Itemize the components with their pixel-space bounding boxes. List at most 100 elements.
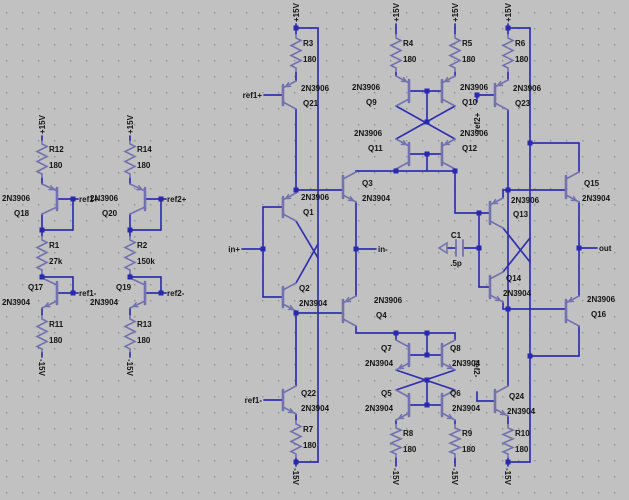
power-flag-label: -15V — [125, 359, 134, 377]
net-label-ref1+[interactable]: ref1+ — [79, 195, 99, 204]
resistor-name: R1 — [49, 241, 60, 250]
resistor-value: 180 — [303, 55, 317, 64]
resistor-value: 180 — [137, 336, 151, 345]
junction-dot — [527, 353, 533, 359]
transistor-label-2: 2N3904 — [582, 194, 611, 203]
wire[interactable] — [295, 243, 319, 284]
junction-dot — [158, 290, 164, 296]
capacitor-C1[interactable]: C1.5p — [437, 231, 464, 268]
power-flag-+15v[interactable]: +15V — [38, 114, 47, 141]
transistor-label-2: 2N3904 — [507, 407, 536, 416]
resistor-name: R10 — [515, 429, 530, 438]
junction-dot — [424, 377, 430, 383]
resistor-R2[interactable]: R2 150k — [123, 236, 155, 274]
net-label-ref1+[interactable]: ref1+ — [243, 91, 263, 100]
resistor-value: 150k — [137, 257, 155, 266]
resistor-name: R2 — [137, 241, 148, 250]
resistor-name: R3 — [303, 39, 314, 48]
transistor-label-2: Q20 — [102, 209, 118, 218]
junction-dot — [452, 168, 458, 174]
transistor-label-2: Q11 — [368, 144, 383, 153]
resistor-value: 27k — [49, 257, 63, 266]
resistor-value: 180 — [303, 441, 317, 450]
power-flag--15v[interactable]: -15V — [125, 352, 134, 377]
power-flag-label: +15V — [292, 2, 301, 22]
junction-dot — [393, 330, 399, 336]
resistor-R5[interactable]: R5 180 — [448, 34, 476, 72]
resistor-value: 180 — [462, 55, 476, 64]
power-flag-+15v[interactable]: +15V — [392, 2, 401, 29]
junction-dot — [576, 245, 582, 251]
junction-dot — [70, 196, 76, 202]
capacitor-value: .5p — [450, 259, 462, 268]
net-label-out[interactable]: out — [599, 244, 612, 253]
transistor-label-1: 2N3906 — [352, 83, 381, 92]
transistor-label-1: 2N3906 — [301, 193, 330, 202]
transistor-label-2: 2N3904 — [452, 359, 481, 368]
junction-dot — [424, 402, 430, 408]
power-flag-label: +15V — [504, 2, 513, 22]
transistor-label-2: 2N3904 — [362, 194, 391, 203]
net-label-in-[interactable]: in- — [378, 245, 388, 254]
wire[interactable] — [502, 237, 531, 273]
transistor-label-1: Q17 — [28, 283, 44, 292]
net-label-ref2-[interactable]: ref2- — [167, 289, 185, 298]
wire[interactable] — [502, 227, 531, 263]
power-flag-+15v[interactable]: +15V — [126, 114, 135, 141]
resistor-R3[interactable]: R3 180 — [289, 34, 317, 72]
resistor-R1[interactable]: R1 27k — [35, 236, 63, 274]
net-label-ref2+[interactable]: ref2+ — [473, 112, 482, 132]
resistor-name: R12 — [49, 145, 64, 154]
resistor-name: R5 — [462, 39, 473, 48]
power-flag--15v[interactable]: -15V — [450, 461, 459, 486]
power-flag--15v[interactable]: -15V — [391, 461, 400, 486]
net-label-in+[interactable]: in+ — [228, 245, 240, 254]
port-flag-icon — [437, 241, 448, 255]
net-label-ref1-[interactable]: ref1- — [245, 396, 263, 405]
power-flag-+15v[interactable]: +15V — [451, 2, 460, 29]
net-label-ref1-[interactable]: ref1- — [79, 289, 97, 298]
net-label-ref2-[interactable]: ref2- — [472, 360, 481, 378]
transistor-label-1: Q6 — [450, 389, 461, 398]
net-label-ref2+[interactable]: ref2+ — [167, 195, 187, 204]
power-flag-label: -15V — [391, 468, 400, 486]
resistor-body — [35, 315, 49, 353]
transistor-label-2: Q9 — [366, 98, 377, 107]
power-flag--15v[interactable]: -15V — [37, 352, 46, 377]
